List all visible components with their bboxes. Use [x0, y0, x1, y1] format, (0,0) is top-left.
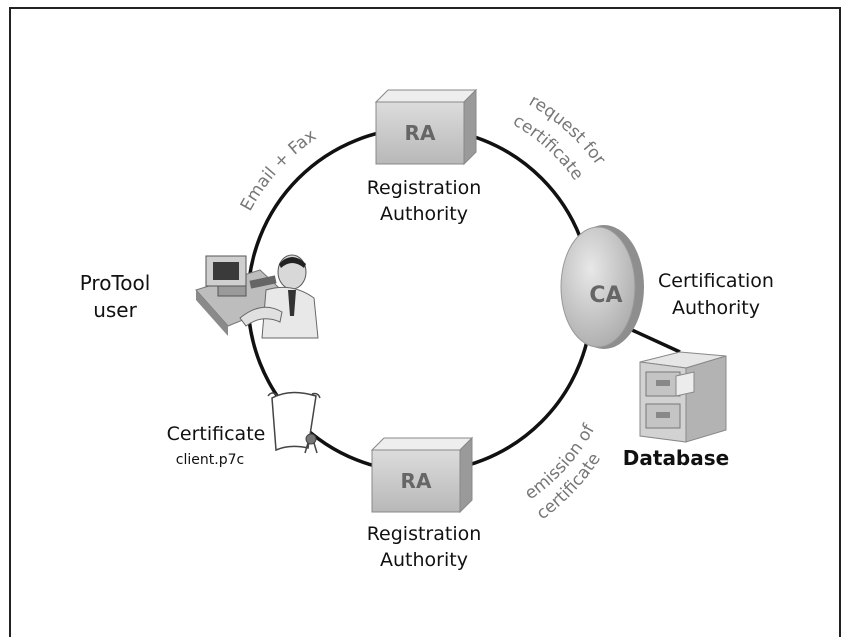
ra-top-label-line2: Authority [380, 203, 468, 225]
ra-bottom-label-line2: Authority [380, 549, 468, 571]
certificate-scroll-icon [267, 391, 321, 454]
filing-cabinet-icon [639, 351, 727, 443]
ra-top-label-line1: Registration [367, 177, 482, 199]
ca-label-line1: Certification [658, 270, 774, 292]
ca-disc-text: CA [589, 283, 622, 308]
user-label-line1: ProTool [80, 271, 151, 295]
ra-bottom-box: RA [370, 436, 474, 514]
certificate-label: Certificate [167, 423, 266, 445]
ra-bottom-label-line1: Registration [367, 523, 482, 545]
user-at-computer-icon [195, 254, 319, 339]
ra-top-box: RA [374, 88, 478, 166]
ra-top-box-text: RA [405, 121, 436, 145]
ca-database-connector [631, 328, 681, 354]
ca-label-line2: Authority [672, 297, 760, 319]
user-label-line2: user [93, 298, 137, 322]
frame-border [9, 7, 841, 637]
ca-disc: CA [560, 225, 644, 349]
certificate-filename: client.p7c [176, 452, 244, 468]
database-label: Database [623, 446, 729, 470]
ra-bottom-box-text: RA [401, 469, 432, 493]
